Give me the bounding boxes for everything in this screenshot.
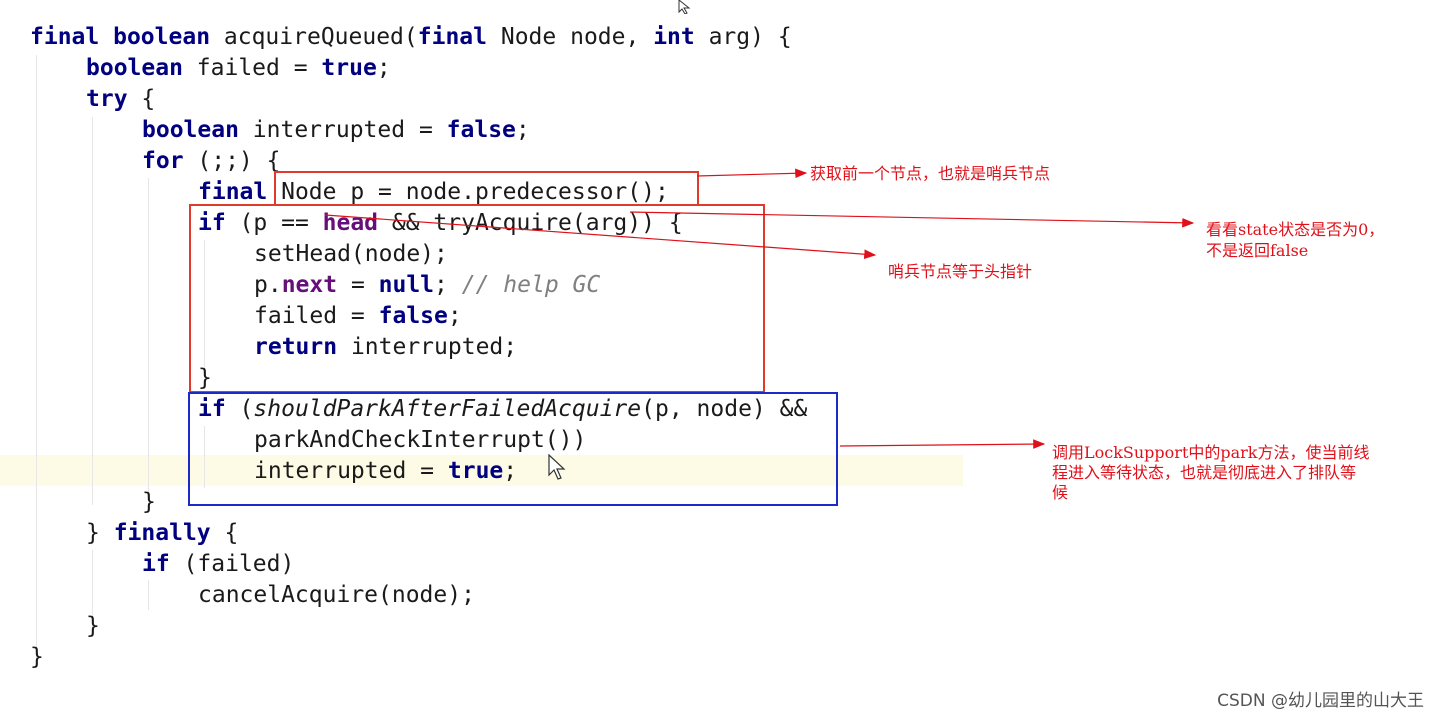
code-line-16: }	[142, 489, 156, 515]
code-line-6: final Node p = node.predecessor();	[198, 179, 669, 205]
arrow-state	[629, 211, 1195, 228]
code-line-20: }	[86, 613, 100, 639]
code-line-11: return interrupted;	[254, 334, 518, 360]
annotation-state-line2: 不是返回false	[1206, 241, 1309, 260]
current-line-highlight	[0, 455, 963, 486]
code-line-21: }	[30, 644, 44, 670]
annotation-state-line1: 看看state状态是否为0，	[1206, 220, 1385, 239]
watermark: CSDN @幼儿园里的山大王	[1217, 691, 1424, 711]
mouse-pointer-icon	[678, 0, 691, 14]
code-line-12: }	[198, 365, 212, 391]
code-line-4: boolean interrupted = false;	[142, 117, 530, 143]
code-line-1: final boolean acquireQueued(final Node n…	[30, 24, 792, 50]
annotation-head: 哨兵节点等于头指针	[888, 262, 1033, 281]
annotation-predecessor: 获取前一个节点，也就是哨兵节点	[810, 164, 1051, 183]
annotation-park-line2: 程进入等待状态，也就是彻底进入了排队等	[1052, 463, 1357, 482]
arrow-head	[324, 214, 877, 260]
code-line-14: parkAndCheckInterrupt())	[254, 427, 587, 453]
code-line-18: if (failed)	[142, 551, 295, 577]
mouse-pointer-icon	[548, 454, 566, 480]
indent-guide	[92, 117, 93, 505]
code-line-13: if (shouldParkAfterFailedAcquire(p, node…	[198, 396, 808, 422]
annotation-park-line1: 调用LockSupport中的park方法，使当前线	[1052, 443, 1370, 462]
indent-guide	[92, 550, 93, 628]
code-line-17: } finally {	[86, 520, 239, 546]
indent-guide	[148, 580, 149, 610]
code-line-2: boolean failed = true;	[86, 55, 391, 81]
code-line-5: for (;;) {	[142, 148, 281, 174]
indent-guide	[204, 240, 205, 376]
indent-guide	[204, 426, 205, 488]
code-line-3: try {	[86, 86, 156, 112]
code-line-9: p.next = null; // help GC	[254, 272, 601, 298]
annotation-park-line3: 候	[1052, 483, 1069, 502]
arrow-predecessor	[696, 168, 808, 179]
code-line-7: if (p == head && tryAcquire(arg)) {	[198, 210, 683, 236]
code-line-8: setHead(node);	[254, 241, 448, 267]
code-line-10: failed = false;	[254, 303, 462, 329]
code-line-15: interrupted = true;	[254, 458, 518, 484]
park-block-highlight-box	[188, 392, 838, 506]
indent-guide	[36, 55, 37, 660]
indent-guide	[148, 178, 149, 496]
arrow-park	[839, 439, 1046, 449]
code-line-19: cancelAcquire(node);	[198, 582, 475, 608]
